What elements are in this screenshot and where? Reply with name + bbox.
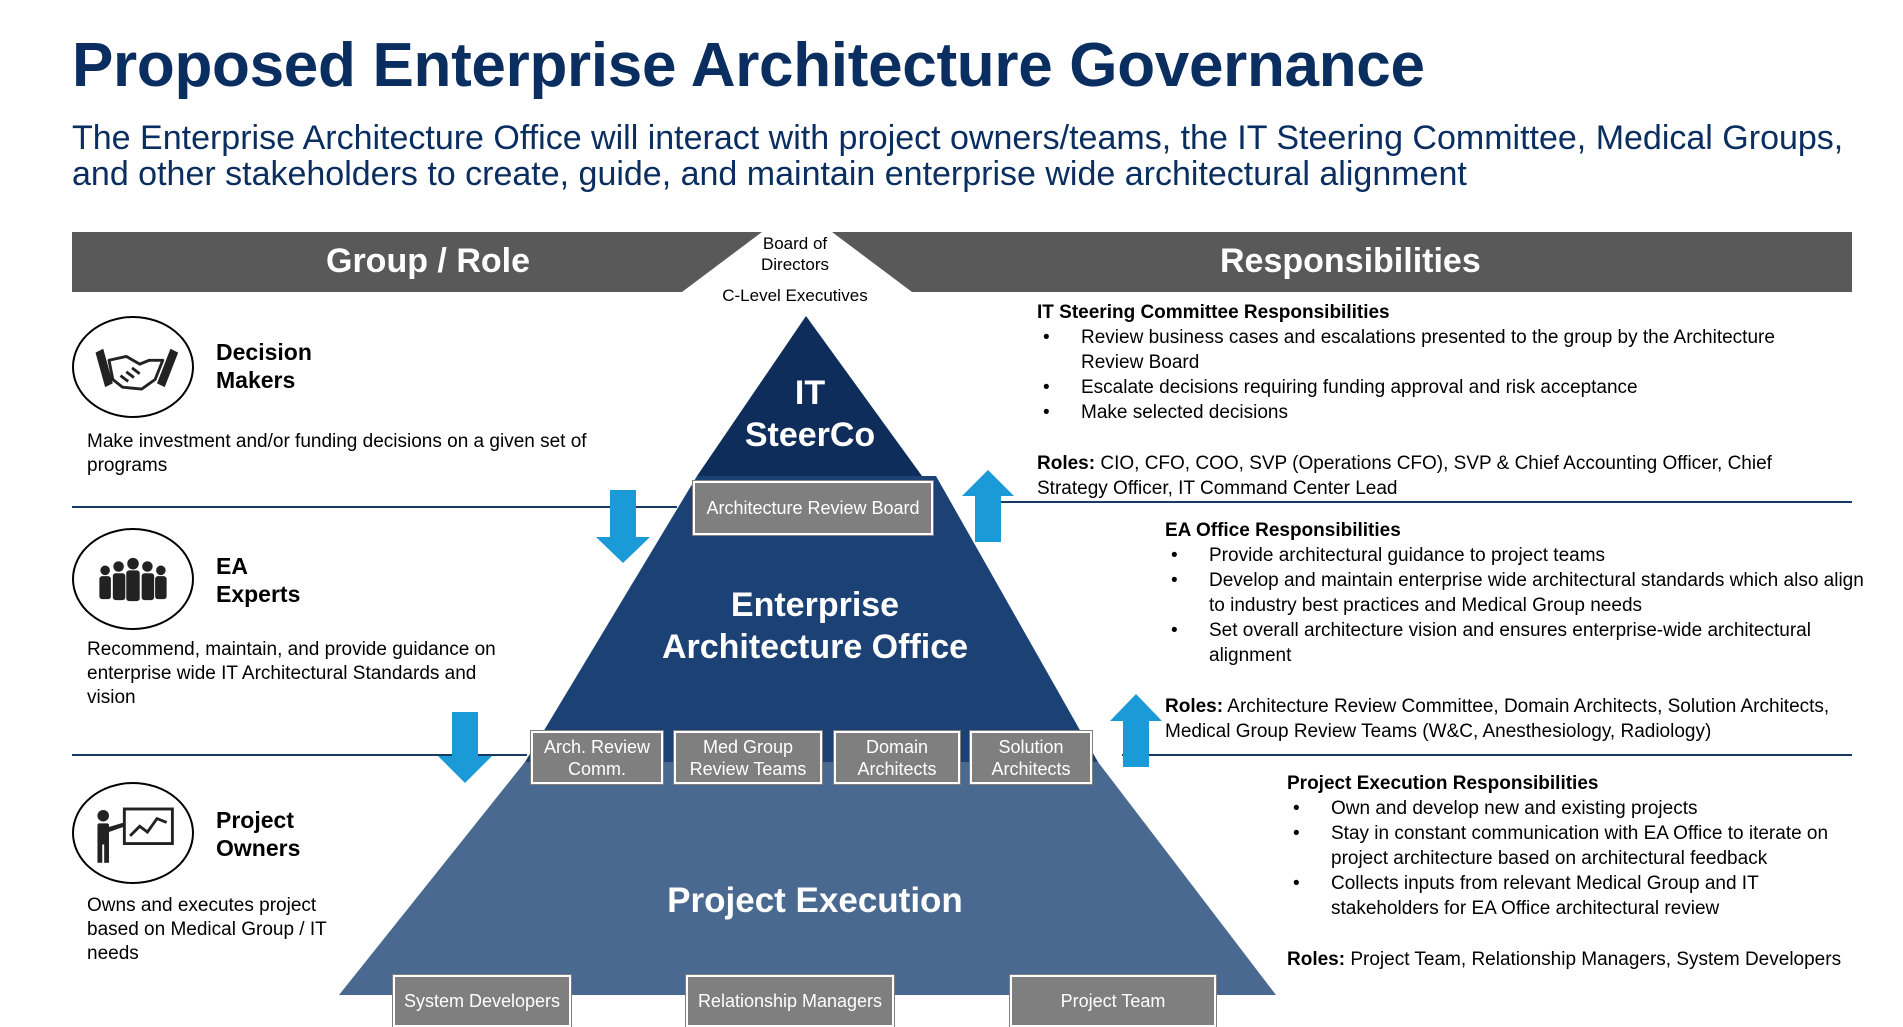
divider-right-1: [980, 501, 1852, 503]
c-level-label: C-Level Executives: [722, 286, 868, 305]
system-developers-box: System Developers: [392, 974, 572, 1027]
med-group-review-teams-box: Med Group Review Teams: [673, 730, 823, 785]
header-group-role: Group / Role: [326, 242, 530, 280]
pyramid-tier-project-execution: [339, 762, 1276, 995]
responsibility-bullet: Own and develop new and existing project…: [1287, 796, 1852, 821]
handshake-icon: [72, 316, 194, 418]
pyramid-tier-steerco: [697, 316, 922, 476]
responsibility-bullet: Stay in constant communication with EA O…: [1287, 821, 1852, 871]
pyramid-tier-ea-office: [525, 476, 1098, 762]
responsibility-bullet: Collects inputs from relevant Medical Gr…: [1287, 871, 1852, 921]
responsibility-roles: Roles: Project Team, Relationship Manage…: [1287, 949, 1842, 970]
responsibility-roles: Roles: Architecture Review Committee, Do…: [1165, 696, 1830, 742]
solution-architects-box: Solution Architects: [969, 730, 1093, 785]
responsibility-heading: IT Steering Committee Responsibilities: [1037, 302, 1390, 323]
responsibility-bullet: Review business cases and escalations pr…: [1037, 325, 1837, 375]
page-subtitle: The Enterprise Architecture Office will …: [72, 119, 1844, 193]
responsibility-heading: Project Execution Responsibilities: [1287, 773, 1599, 794]
group-ea-experts-desc: Recommend, maintain, and provide guidanc…: [87, 639, 496, 708]
responsibilities-project-execution: Project Execution Responsibilities Own a…: [1287, 771, 1852, 972]
header-banner: [72, 232, 1852, 292]
responsibilities-it-steerco: IT Steering Committee Responsibilities R…: [1037, 300, 1837, 501]
header-responsibilities: Responsibilities: [1220, 242, 1481, 280]
people-group-icon: [72, 528, 194, 630]
responsibility-bullet: Set overall architecture vision and ensu…: [1165, 618, 1865, 668]
responsibility-roles: Roles: CIO, CFO, COO, SVP (Operations CF…: [1037, 453, 1772, 499]
domain-architects-box: Domain Architects: [833, 730, 961, 785]
arrow-down-icon: [438, 712, 492, 783]
responsibility-bullet: Escalate decisions requiring funding app…: [1037, 375, 1837, 400]
arch-review-comm-box: Arch. Review Comm.: [530, 730, 664, 785]
project-team-box: Project Team: [1009, 974, 1217, 1027]
architecture-review-board-box: Architecture Review Board: [692, 480, 934, 536]
responsibilities-ea-office: EA Office Responsibilities Provide archi…: [1165, 518, 1865, 744]
arrow-down-icon: [596, 490, 650, 563]
group-decision-makers-desc: Make investment and/or funding decisions…: [87, 431, 587, 476]
tier-project-execution-label: Project Execution: [667, 881, 963, 920]
divider-left-1: [72, 506, 677, 508]
group-project-owners-desc: Owns and executes project based on Medic…: [87, 895, 327, 964]
page-title: Proposed Enterprise Architecture Governa…: [72, 31, 1425, 100]
responsibility-heading: EA Office Responsibilities: [1165, 520, 1401, 541]
board-of-directors-label: Board of Directors: [760, 234, 829, 274]
relationship-managers-box: Relationship Managers: [685, 974, 895, 1027]
responsibility-bullet: Provide architectural guidance to projec…: [1165, 543, 1865, 568]
arrow-up-icon: [1110, 694, 1162, 767]
divider-left-2: [72, 754, 527, 756]
arrow-up-icon: [962, 470, 1014, 542]
presenter-chart-icon: [72, 782, 194, 884]
responsibility-bullet: Make selected decisions: [1037, 400, 1837, 425]
divider-right-2: [1122, 754, 1852, 756]
responsibility-bullet: Develop and maintain enterprise wide arc…: [1165, 568, 1865, 618]
